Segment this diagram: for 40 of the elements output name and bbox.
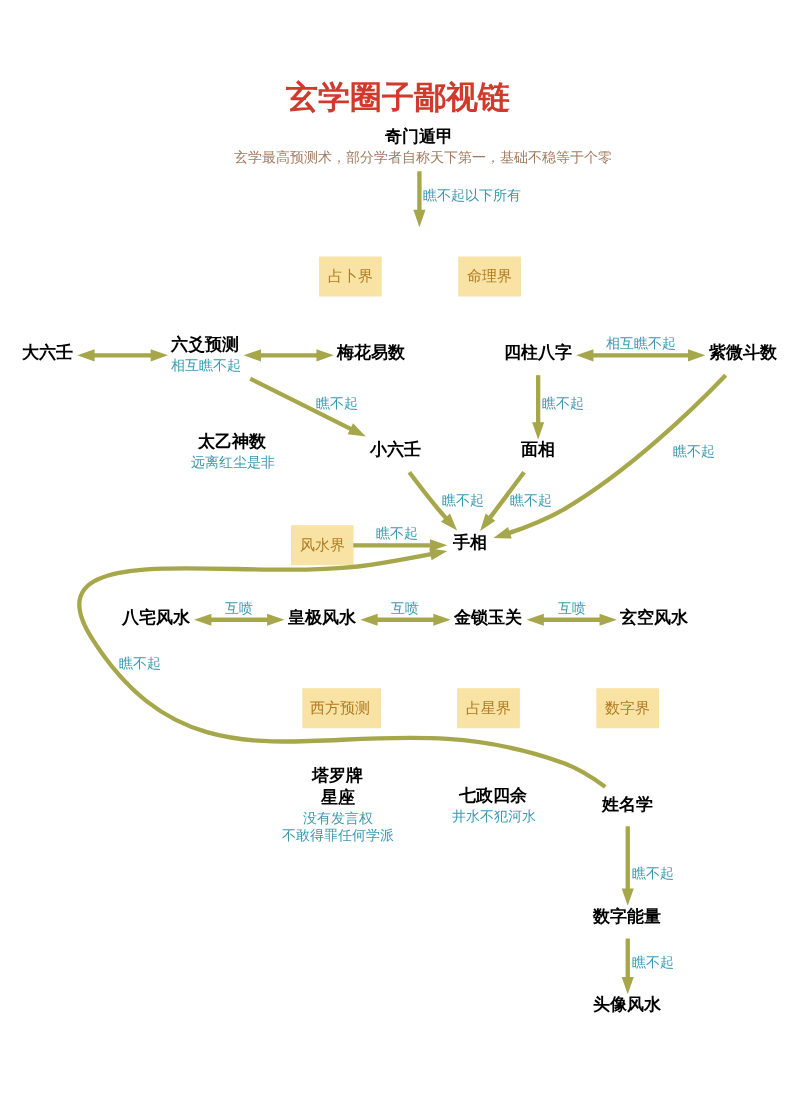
edge-label: 瞧不起 xyxy=(376,525,419,542)
node-text: 七政四余 xyxy=(458,784,527,805)
node-text: 数字能量 xyxy=(593,905,662,926)
node-text: 小六壬 xyxy=(369,439,421,460)
edge-label: 瞧不起 xyxy=(441,491,484,508)
edge-label: 相互瞧不起 xyxy=(605,335,676,352)
node-text: 姓名学 xyxy=(601,793,653,814)
node-label: 相互瞧不起 xyxy=(171,356,242,373)
node-label: 玄学最高预测术，部分学者自称天下第一，基础不稳等于个零 xyxy=(233,148,612,165)
edge-label: 瞧不起 xyxy=(631,865,674,882)
node-text: 玄空风水 xyxy=(620,606,689,627)
node-text: 塔罗牌 星座 xyxy=(312,765,364,808)
edge-label: 互喷 xyxy=(557,599,586,616)
node-label: 没有发言权 xyxy=(303,810,374,827)
node-text: 梅花易数 xyxy=(337,342,406,363)
node-text: 皇极风水 xyxy=(287,606,356,627)
node-text: 八宅风水 xyxy=(121,606,190,627)
diagram-title: 玄学圈子鄙视链 xyxy=(286,78,511,117)
node-text: 面相 xyxy=(520,439,555,460)
edge-label: 瞧不起以下所有 xyxy=(422,186,521,203)
node-text: 手相 xyxy=(452,532,487,553)
node-label: 不敢得罪任何学派 xyxy=(282,827,395,844)
edge-label: 瞧不起 xyxy=(672,443,715,460)
edge-label: 瞧不起 xyxy=(316,394,359,411)
edge-label: 瞧不起 xyxy=(118,654,161,671)
node-text: 六爻预测 xyxy=(171,333,240,354)
edge-label: 瞧不起 xyxy=(541,394,584,411)
node-text: 四柱八字 xyxy=(503,342,572,363)
edge-label: 瞧不起 xyxy=(509,491,552,508)
node-text: 头像风水 xyxy=(593,994,662,1015)
node-label: 远离红尘是非 xyxy=(190,453,275,470)
node-text: 金锁玉关 xyxy=(453,606,522,627)
node-text: 奇门遁甲 xyxy=(385,125,454,146)
node-label: 井水不犯河水 xyxy=(451,807,536,824)
node-text: 太乙神数 xyxy=(197,430,266,451)
node-text: 紫微斗数 xyxy=(708,342,777,363)
edge-label: 互喷 xyxy=(391,599,420,616)
edge-label: 瞧不起 xyxy=(631,953,674,970)
node-text: 大六壬 xyxy=(22,342,74,363)
edge-label: 互喷 xyxy=(225,599,254,616)
